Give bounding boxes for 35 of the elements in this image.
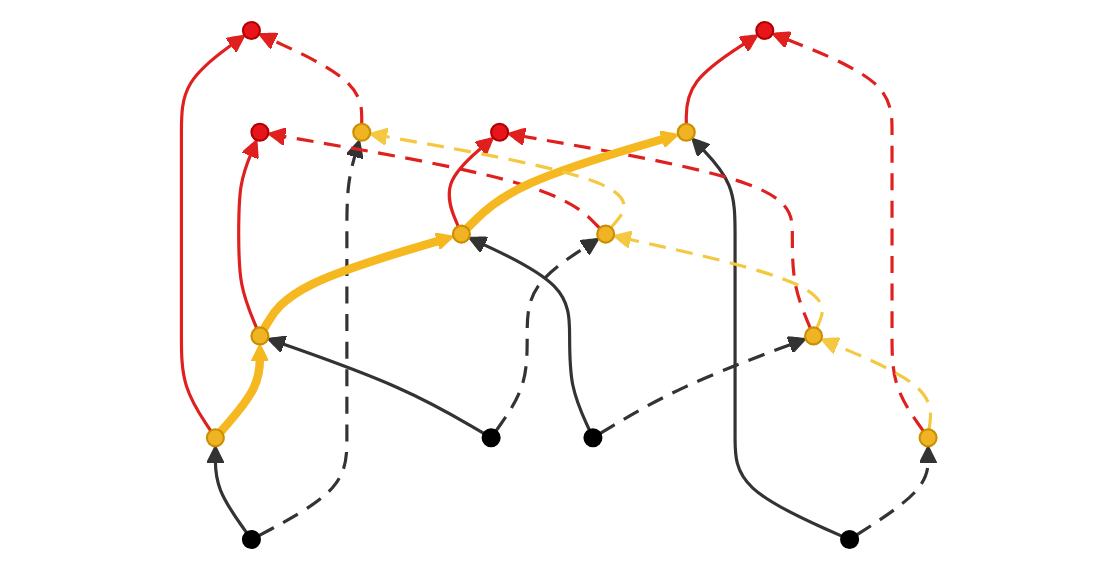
arrow <box>599 336 807 435</box>
arrow <box>691 137 843 538</box>
node-circle <box>241 20 261 40</box>
arrow <box>258 139 364 537</box>
node-circle <box>250 122 270 142</box>
node-circle <box>481 428 501 448</box>
arrow <box>258 32 364 124</box>
arrow <box>267 335 485 435</box>
node-circle <box>676 122 696 142</box>
arrow <box>237 139 259 329</box>
node-circle <box>241 530 261 550</box>
node-circle <box>755 20 775 40</box>
arrow <box>820 337 933 430</box>
node-circle <box>490 122 510 142</box>
node-circle <box>804 326 824 346</box>
node-circle <box>583 428 603 448</box>
arrow <box>494 237 600 432</box>
arrow <box>464 130 679 232</box>
node-circle <box>451 224 471 244</box>
arrow <box>267 127 601 230</box>
node-circle <box>352 122 372 142</box>
arrow <box>260 232 455 331</box>
arrow <box>507 127 812 329</box>
node-circle <box>250 326 270 346</box>
arrow <box>684 34 759 124</box>
arrow <box>468 236 591 431</box>
arrow <box>369 127 626 229</box>
node-circle <box>918 428 938 448</box>
node-circle <box>205 428 225 448</box>
arrow <box>613 230 824 329</box>
node-circle <box>596 224 616 244</box>
arrow <box>447 136 494 227</box>
node-circle <box>840 530 860 550</box>
arrow <box>179 34 246 432</box>
arrow <box>771 31 925 432</box>
